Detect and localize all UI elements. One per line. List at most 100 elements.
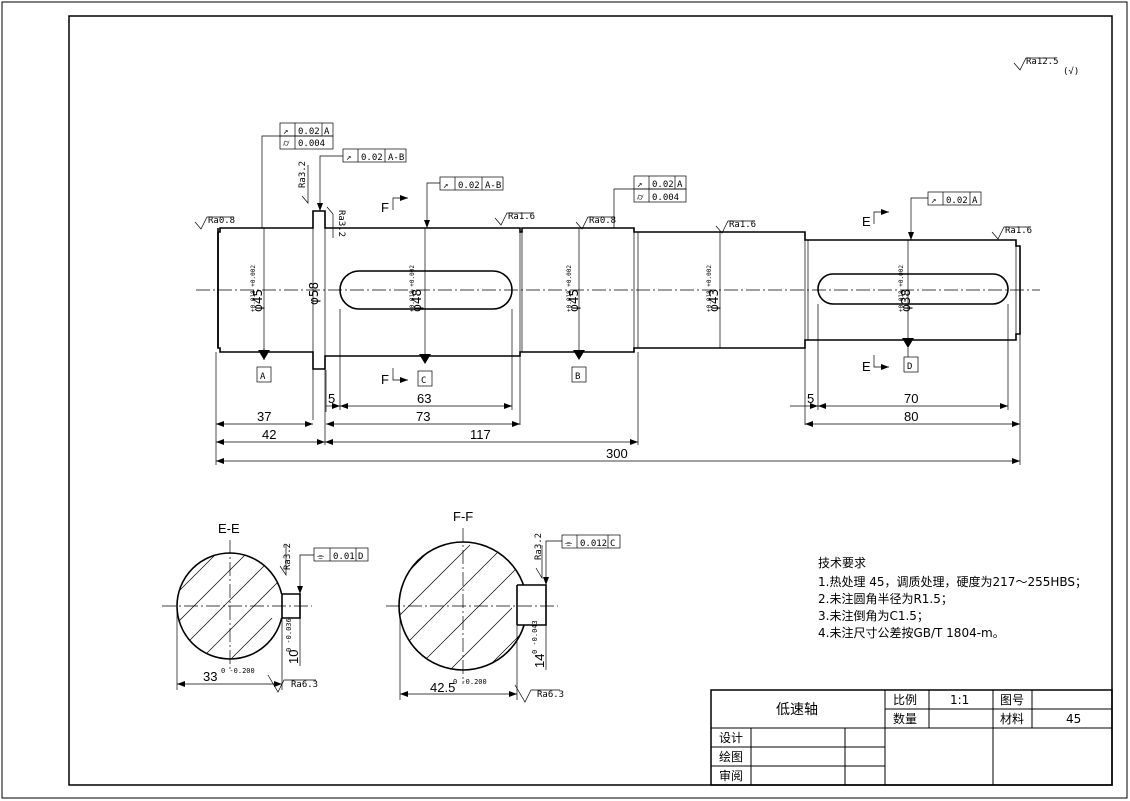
svg-text:⌯: ⌯ (317, 552, 325, 562)
gdt-frame-2: ↗ 0.02 A-B (317, 148, 407, 211)
extension-lines (215, 304, 1021, 465)
diameter-dim-lines (263, 228, 909, 356)
svg-text:37: 37 (257, 409, 271, 424)
svg-text:70: 70 (904, 391, 918, 406)
svg-text:φ48: φ48 (410, 289, 424, 312)
keyway-1 (339, 270, 513, 310)
section-cut-markers: F F E E (381, 195, 889, 387)
svg-text:↗: ↗ (443, 181, 448, 191)
datum-d: D (907, 362, 912, 372)
svg-text:F: F (381, 200, 389, 215)
svg-text:73: 73 (416, 409, 430, 424)
svg-text:E: E (862, 359, 871, 374)
svg-text:绘图: 绘图 (719, 749, 743, 764)
global-roughness-mark: Ra12.5 (√) (1013, 57, 1079, 77)
svg-text:42.5: 42.5 (430, 680, 455, 695)
svg-text:0.004: 0.004 (298, 139, 325, 149)
svg-text:数量: 数量 (893, 711, 917, 726)
svg-text:E-E: E-E (218, 521, 240, 536)
svg-text:117: 117 (470, 427, 491, 442)
svg-text:D: D (358, 552, 363, 562)
svg-text:300: 300 (606, 446, 628, 461)
svg-text:Ra12.5: Ra12.5 (1026, 57, 1059, 67)
svg-text:0 -0.036: 0 -0.036 (285, 618, 293, 652)
keyway-2 (817, 273, 1009, 305)
svg-text:Ra3.2: Ra3.2 (283, 543, 293, 570)
svg-text:比例: 比例 (893, 693, 917, 707)
svg-text:C: C (610, 539, 615, 549)
svg-text:Ra3.2: Ra3.2 (336, 210, 346, 237)
svg-text:0.02: 0.02 (652, 180, 674, 190)
svg-text:5: 5 (328, 391, 335, 406)
svg-text:φ45: φ45 (251, 289, 265, 312)
svg-text:(√): (√) (1063, 66, 1079, 77)
section-f-f: F-F 42.5 0 -0.200 14 0 -0.043 Ra3.2 Ra6.… (386, 509, 621, 703)
svg-text:1.热处理 45，调质处理，硬度为217～255HBS；: 1.热处理 45，调质处理，硬度为217～255HBS； (818, 574, 1087, 589)
datum-markers: A C B D (256, 338, 919, 387)
svg-text:图号: 图号 (1000, 693, 1024, 707)
gdt-frame-3: ↗ 0.02 A-B (424, 176, 504, 228)
svg-text:5: 5 (807, 391, 814, 406)
svg-text:4.未注尺寸公差按GB/T 1804-m。: 4.未注尺寸公差按GB/T 1804-m。 (818, 625, 1005, 640)
svg-text:⌭: ⌭ (283, 139, 290, 149)
svg-text:φ38: φ38 (899, 289, 913, 312)
svg-text:0 -0.200: 0 -0.200 (453, 678, 487, 686)
svg-text:Ra3.2: Ra3.2 (298, 161, 308, 188)
datum-c: C (421, 376, 426, 386)
svg-text:Ra6.3: Ra6.3 (537, 690, 564, 700)
dimension-values: 37 5 63 5 70 42 73 117 80 300 (257, 391, 918, 461)
svg-text:0.004: 0.004 (652, 193, 679, 203)
svg-text:F: F (381, 372, 389, 387)
svg-text:+0.018 +0.002: +0.018 +0.002 (706, 265, 713, 312)
svg-text:+0.018 +0.002: +0.018 +0.002 (566, 265, 573, 312)
svg-text:14: 14 (532, 654, 547, 668)
svg-text:技术要求: 技术要求 (818, 556, 866, 570)
svg-text:+0.018 +0.002: +0.018 +0.002 (250, 265, 257, 312)
svg-text:80: 80 (904, 409, 918, 424)
datum-b: B (575, 372, 580, 382)
svg-text:↗: ↗ (931, 196, 936, 206)
svg-text:0.02: 0.02 (298, 127, 320, 137)
svg-text:A-B: A-B (388, 153, 404, 163)
svg-text:0 -0.200: 0 -0.200 (221, 667, 255, 675)
roughness-marks: Ra0.8 Ra1.6 Ra3.2 Ra0.8 Ra1.6 Ra1.6 Ra3.… (194, 161, 1032, 240)
svg-text:Ra1.6: Ra1.6 (729, 220, 756, 230)
svg-text:Ra1.6: Ra1.6 (1005, 226, 1032, 236)
svg-text:+0.018 +0.002: +0.018 +0.002 (898, 265, 905, 312)
svg-text:0.02: 0.02 (361, 153, 383, 163)
svg-text:0 -0.043: 0 -0.043 (531, 620, 539, 654)
svg-text:↗: ↗ (637, 180, 642, 190)
svg-text:⌭: ⌭ (637, 193, 644, 203)
svg-text:审阅: 审阅 (719, 768, 743, 783)
svg-text:45: 45 (1066, 712, 1081, 726)
svg-text:⌯: ⌯ (565, 539, 573, 549)
linear-dimensions (216, 403, 1020, 464)
svg-text:Ra0.8: Ra0.8 (589, 216, 616, 226)
svg-text:0.012: 0.012 (580, 539, 607, 549)
svg-text:φ45: φ45 (567, 289, 581, 312)
svg-text:63: 63 (417, 391, 431, 406)
svg-text:材料: 材料 (1000, 712, 1024, 726)
svg-text:A-B: A-B (485, 181, 501, 191)
svg-text:+0.018 +0.002: +0.018 +0.002 (409, 265, 416, 312)
svg-text:42: 42 (262, 427, 276, 442)
technical-requirements: 技术要求 1.热处理 45，调质处理，硬度为217～255HBS； 2.未注圆角… (818, 556, 1087, 640)
svg-text:0.02: 0.02 (458, 181, 480, 191)
svg-text:设计: 设计 (719, 731, 743, 745)
inner-border (68, 15, 1113, 786)
svg-text:0.02: 0.02 (946, 196, 968, 206)
svg-text:↗: ↗ (346, 153, 351, 163)
svg-text:Ra6.3: Ra6.3 (291, 680, 318, 690)
svg-text:A: A (677, 180, 683, 190)
section-e-e: E-E 33 0 -0.200 10 0 -0.036 Ra3.2 Ra6.3 … (162, 521, 369, 693)
svg-text:10: 10 (286, 650, 301, 664)
datum-a: A (260, 372, 266, 382)
svg-text:↗: ↗ (283, 127, 288, 137)
svg-text:Ra0.8: Ra0.8 (208, 216, 235, 226)
part-name: 低速轴 (776, 701, 818, 717)
diameter-labels: φ45 +0.018 +0.002 φ58 φ48 +0.018 +0.002 … (250, 265, 913, 312)
